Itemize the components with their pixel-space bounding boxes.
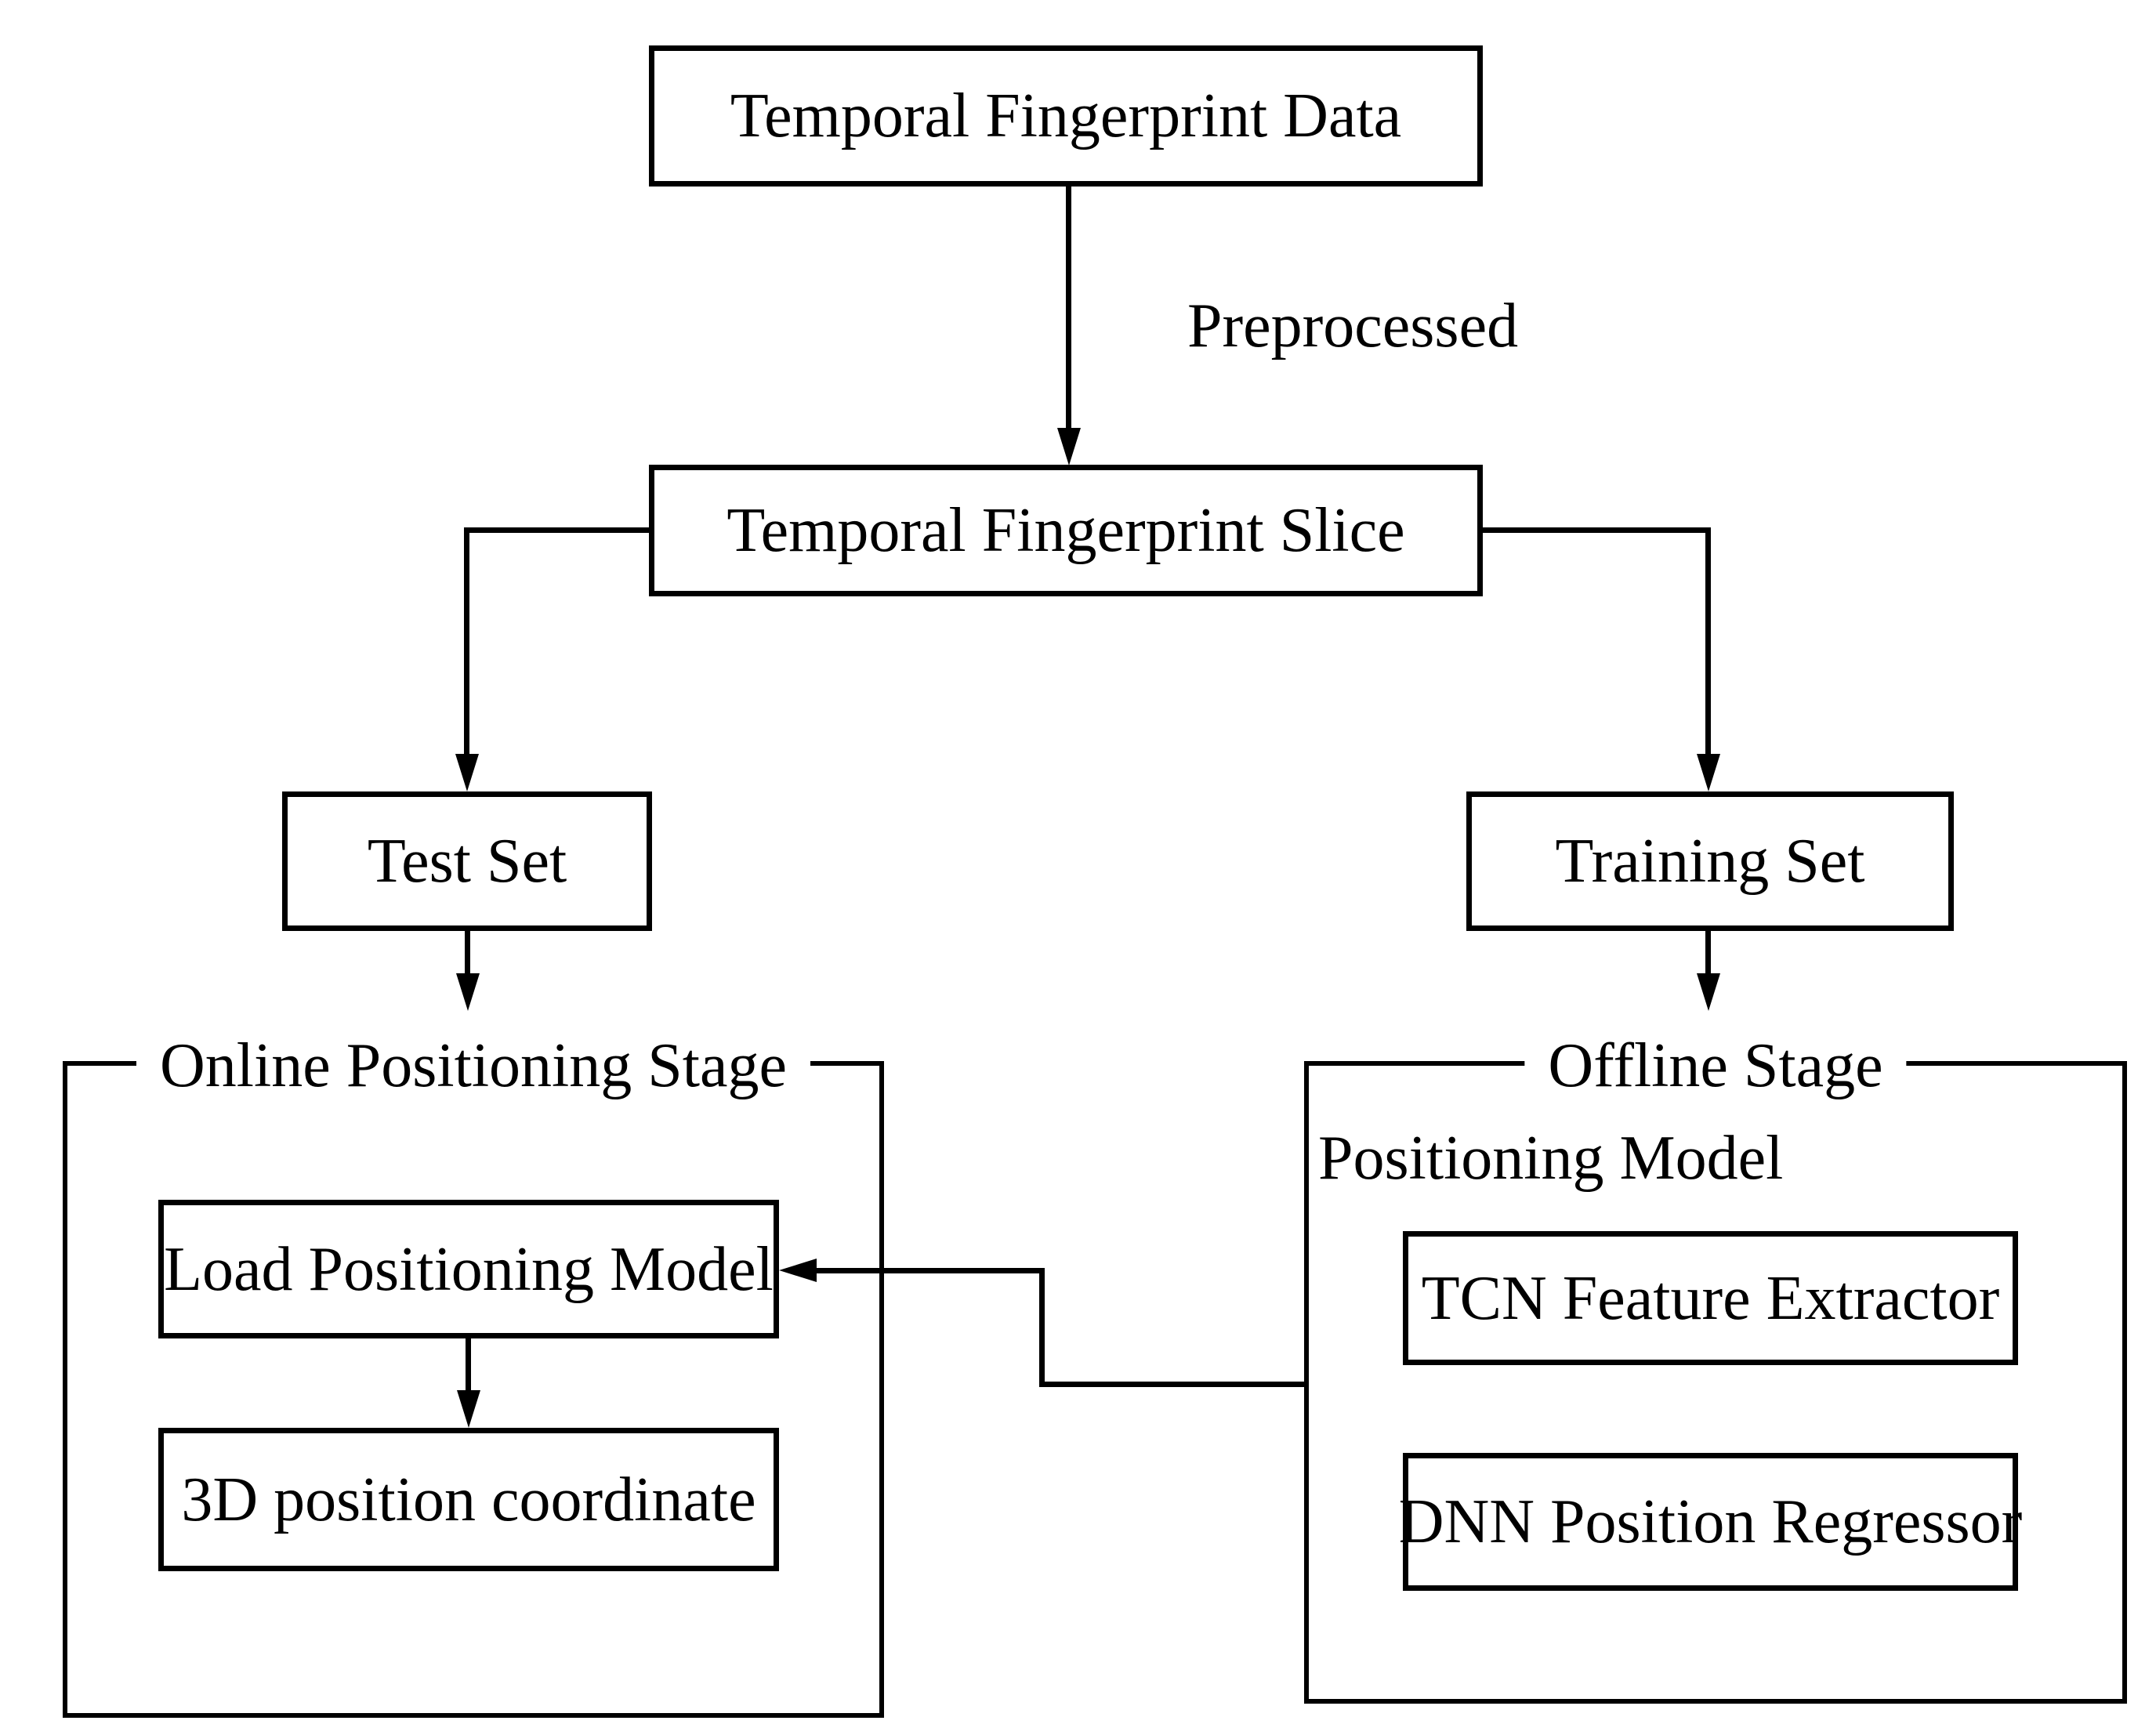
container-offline-stage: Offline Stage: [1304, 1031, 2127, 1704]
node-tcn-feature-extractor: TCN Feature Extractor: [1403, 1231, 2018, 1365]
edge-offline-to-model-vertical: [1039, 1268, 1045, 1387]
arrowhead-down-slice-to-test: [455, 754, 479, 791]
edge-data-to-slice-shaft: [1066, 185, 1071, 431]
node-test-set: Test Set: [282, 791, 652, 931]
container-title-online-positioning-stage: Online Positioning Stage: [136, 1031, 810, 1100]
arrowhead-down-training-to-offline: [1697, 973, 1720, 1011]
edge-offline-to-model-horizontal-lower: [1039, 1382, 1304, 1387]
arrowhead-down-model-to-coordinate: [457, 1390, 480, 1428]
label-preprocessed: Preprocessed: [1187, 292, 1519, 360]
container-title-offline-stage: Offline Stage: [1524, 1031, 1907, 1100]
edge-training-to-offline-shaft: [1705, 931, 1711, 976]
node-temporal-fingerprint-slice: Temporal Fingerprint Slice: [649, 465, 1483, 596]
container-online-positioning-stage: Online Positioning Stage: [63, 1031, 884, 1718]
node-training-set: Training Set: [1466, 791, 1954, 931]
arrowhead-down-slice-to-training: [1697, 754, 1720, 791]
node-load-positioning-model: Load Positioning Model: [158, 1200, 779, 1338]
edge-slice-to-test-vertical: [464, 527, 469, 755]
node-temporal-fingerprint-data: Temporal Fingerprint Data: [649, 45, 1483, 187]
edge-model-to-coordinate-shaft: [466, 1338, 471, 1393]
arrowhead-down-data-to-slice: [1057, 428, 1081, 465]
edge-slice-to-training-vertical: [1705, 527, 1711, 755]
label-positioning-model: Positioning Model: [1318, 1124, 1784, 1193]
edge-test-to-online-shaft: [465, 931, 470, 976]
arrowhead-down-test-to-online: [456, 973, 480, 1011]
node-dnn-position-regressor: DNN Position Regressor: [1399, 1453, 2022, 1591]
edge-slice-to-test-horizontal: [464, 527, 649, 533]
edge-offline-to-model-horizontal-upper: [815, 1268, 1045, 1273]
arrowhead-left-offline-to-model: [779, 1259, 817, 1282]
node-3d-position-coordinate: 3D position coordinate: [158, 1428, 779, 1571]
edge-slice-to-training-horizontal: [1483, 527, 1711, 533]
